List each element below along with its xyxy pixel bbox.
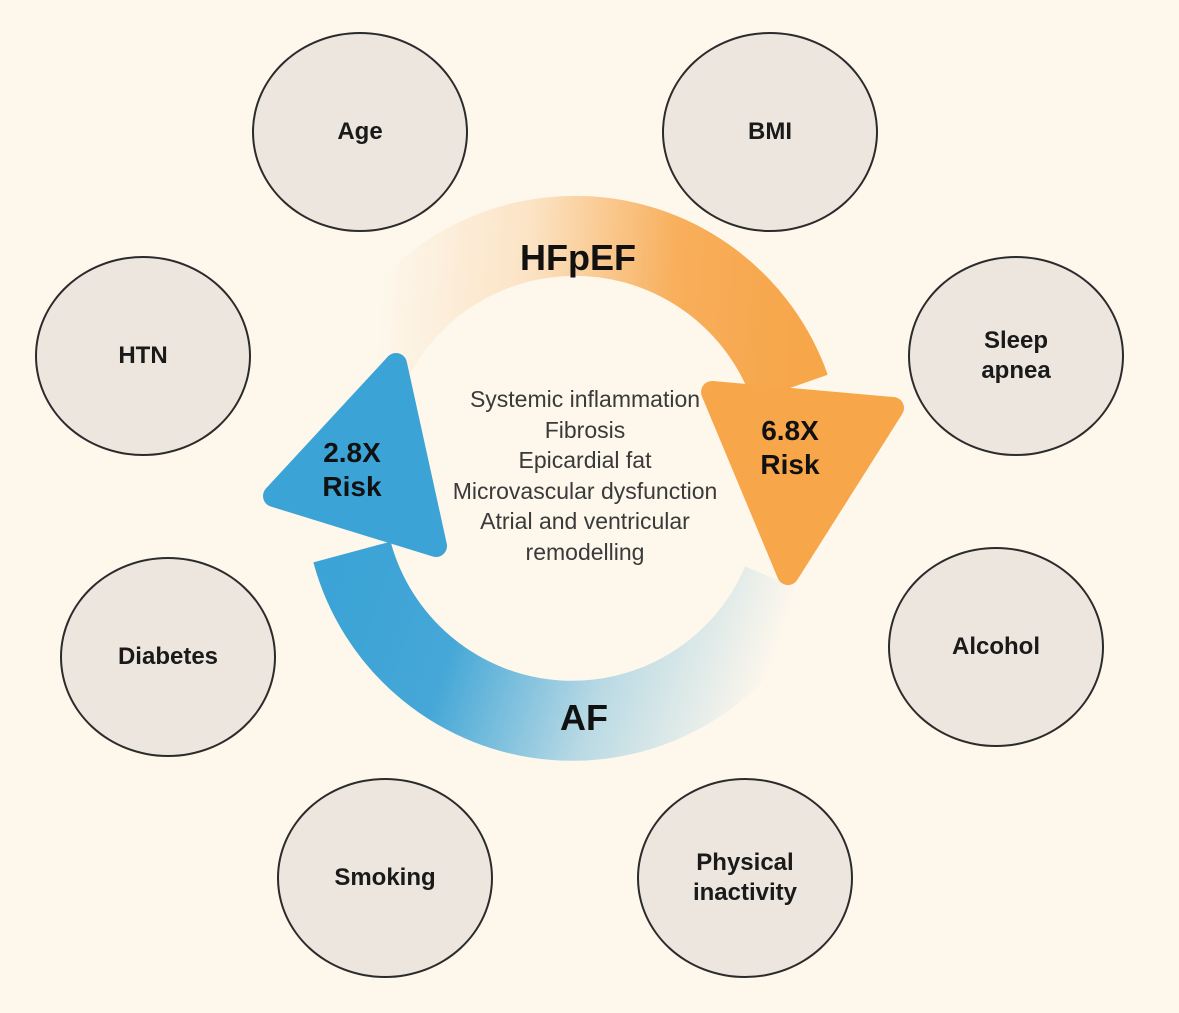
mechanism-item: Epicardial fat — [518, 447, 652, 473]
risk-factor-label: Age — [337, 118, 383, 145]
mechanism-item: Microvascular dysfunction — [452, 477, 718, 504]
af-label: AF — [560, 697, 608, 738]
mechanism-item: Systemic inflammation — [469, 386, 701, 412]
risk-factor-label: Alcohol — [952, 633, 1040, 660]
mechanism-item: remodelling — [525, 538, 645, 565]
risk-factor-label: BMI — [748, 118, 792, 145]
hfpef-to-af-risk-label: 6.8X Risk — [760, 415, 820, 480]
mechanism-item: Fibrosis — [544, 416, 626, 443]
risk-factor-label: Diabetes — [117, 643, 219, 670]
risk-factor-label: Physical inactivity — [692, 849, 798, 906]
af-to-hfpef-arrowhead — [263, 353, 447, 557]
shared-mechanisms-list: Systemic inflammation Fibrosis Epicardia… — [420, 384, 750, 567]
af-to-hfpef-risk-label: 2.8X Risk — [322, 437, 382, 502]
af-to-hfpef-arrow-body — [313, 541, 819, 761]
risk-factor-label: Smoking — [334, 864, 436, 891]
risk-factor-smoking: Smoking — [277, 778, 493, 978]
risk-factor-age: Age — [252, 32, 468, 232]
risk-factor-sleep-apnea: Sleep apnea — [908, 256, 1124, 456]
risk-factor-htn: HTN — [35, 256, 251, 456]
risk-factor-label: Sleep apnea — [981, 327, 1051, 384]
risk-factor-diabetes: Diabetes — [60, 557, 276, 757]
mechanism-item: Atrial and ventricular — [480, 508, 690, 534]
hfpef-to-af-arrow-body — [336, 195, 828, 402]
risk-factor-alcohol: Alcohol — [888, 547, 1104, 747]
risk-factor-label: HTN — [118, 342, 168, 369]
hfpef-label: HFpEF — [520, 237, 636, 278]
risk-factor-physical-inactivity: Physical inactivity — [637, 778, 853, 978]
hfpef-to-af-arrowhead — [701, 381, 904, 585]
risk-factor-bmi: BMI — [662, 32, 878, 232]
